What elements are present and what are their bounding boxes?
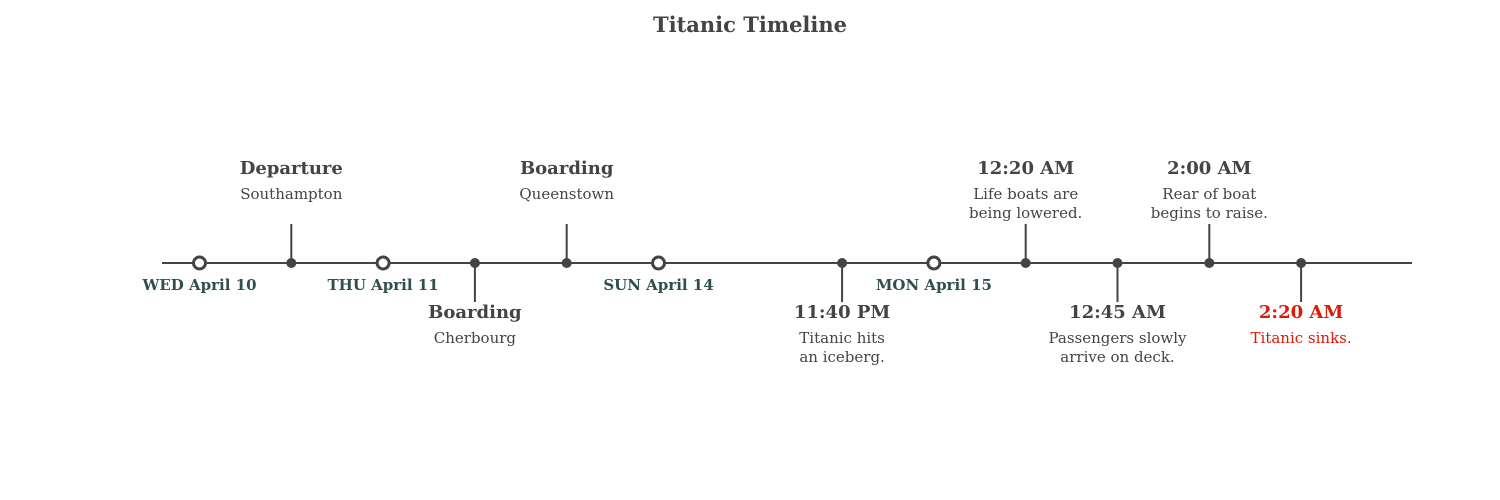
event-description: Cherbourg	[434, 329, 517, 347]
date-marker	[926, 255, 942, 271]
event-title: 11:40 PM	[794, 302, 891, 323]
event-description: being lowered.	[969, 204, 1082, 222]
date-marker	[192, 255, 207, 271]
event-dot	[1204, 258, 1215, 268]
event-description: Life boats are	[973, 185, 1078, 203]
event-title: Departure	[240, 158, 343, 179]
date-label: MON April 15	[876, 276, 992, 294]
event-description: Rear of boat	[1162, 185, 1256, 203]
event-dot	[837, 258, 848, 268]
event-description: begins to raise.	[1151, 204, 1268, 222]
date-marker	[651, 255, 666, 271]
event-description: Southampton	[240, 185, 342, 203]
event-title: Boarding	[428, 302, 522, 323]
event-title: 12:45 AM	[1069, 302, 1166, 323]
date-label: SUN April 14	[603, 276, 713, 294]
event-dot	[1296, 258, 1307, 268]
timeline-marks: DepartureSouthamptonBoardingCherbourgBoa…	[141, 158, 1351, 366]
date-label: WED April 10	[141, 276, 256, 294]
event-description: Titanic sinks.	[1251, 329, 1352, 347]
event-description: arrive on deck.	[1060, 348, 1174, 366]
event-title: 12:20 AM	[977, 158, 1074, 179]
event-description: Queenstown	[519, 185, 614, 203]
event-dot	[561, 258, 572, 268]
event-description: Passengers slowly	[1048, 329, 1187, 347]
event-description: an iceberg.	[799, 348, 884, 366]
event-title: 2:20 AM	[1259, 302, 1343, 323]
event-dot	[1112, 258, 1123, 268]
event-dot	[286, 258, 297, 268]
event-dot	[469, 258, 480, 268]
event-description: Titanic hits	[799, 329, 885, 347]
event-dot	[1020, 258, 1031, 268]
event-title: 2:00 AM	[1167, 158, 1251, 179]
date-label: THU April 11	[328, 276, 439, 294]
diagram-title: Titanic Timeline	[653, 12, 847, 37]
date-marker	[375, 255, 391, 271]
event-title: Boarding	[520, 158, 614, 179]
